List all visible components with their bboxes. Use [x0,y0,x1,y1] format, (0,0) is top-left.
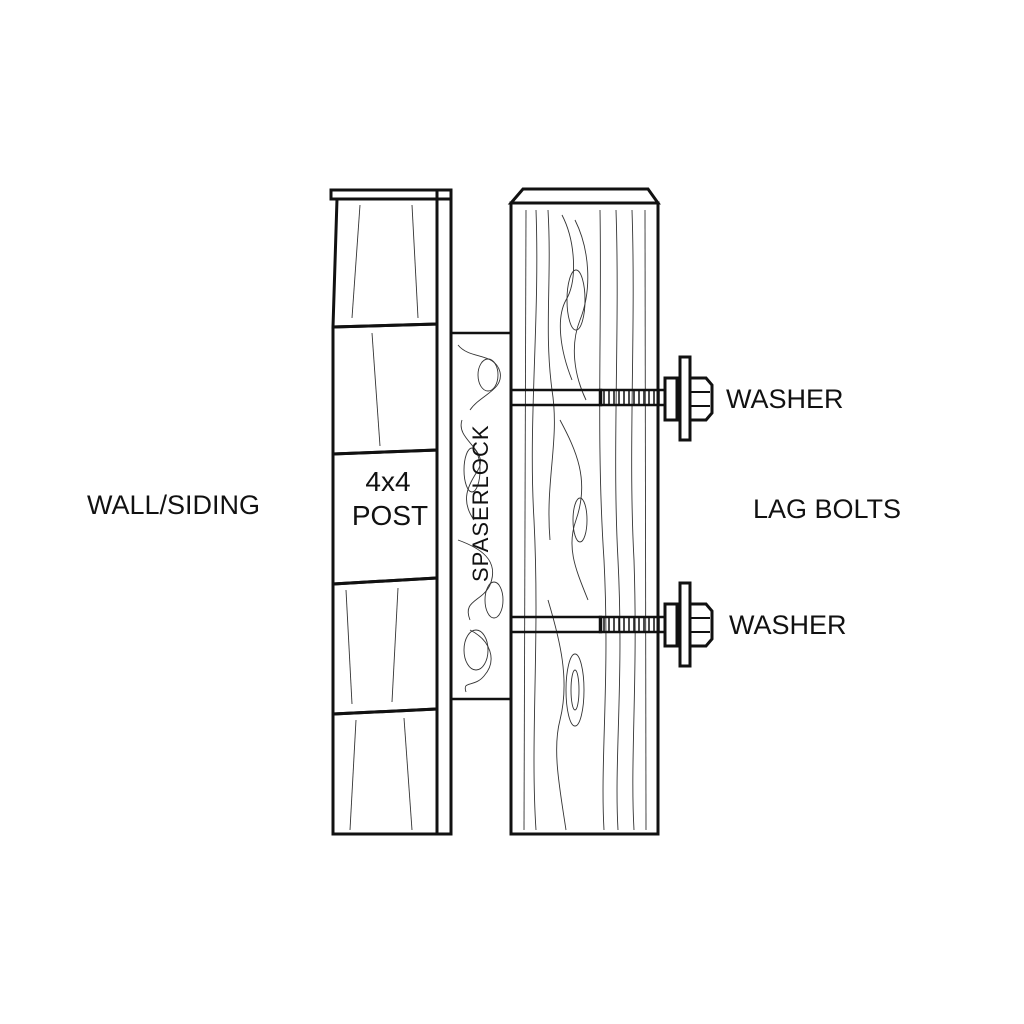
post-4x4 [507,187,661,836]
spacer-block [449,331,513,701]
post-body [509,201,660,836]
post-top [507,187,661,205]
label-lag-bolts: LAG BOLTS [753,494,901,524]
label-wall-siding: WALL/SIDING [87,490,260,520]
label-post-line2: POST [352,500,428,531]
washer-top [663,376,679,422]
label-washer-bottom: WASHER [729,610,847,640]
nut-top [688,376,714,422]
siding-shingle-2 [331,322,439,456]
siding-shingle-1 [331,197,439,329]
lag-bolt-top-threads [603,390,660,405]
lag-bolt-bottom [509,581,714,668]
nut-bottom [688,602,714,648]
label-washer-top: WASHER [726,384,844,414]
post-wood-grain [523,209,647,831]
washer-bottom [663,602,679,648]
lag-bolt-top-shank [509,388,603,407]
siding-trim-board [435,188,453,836]
wall-siding [329,188,453,836]
spacer-block-grain [457,344,504,693]
siding-texture [345,204,419,831]
lag-bolt-bottom-threads [603,617,660,632]
label-spacer-block: SPASERLOCK [468,424,493,582]
label-post-line1: 4x4 [365,466,410,497]
siding-shingle-5 [331,707,439,836]
lag-bolt-top [509,355,714,442]
